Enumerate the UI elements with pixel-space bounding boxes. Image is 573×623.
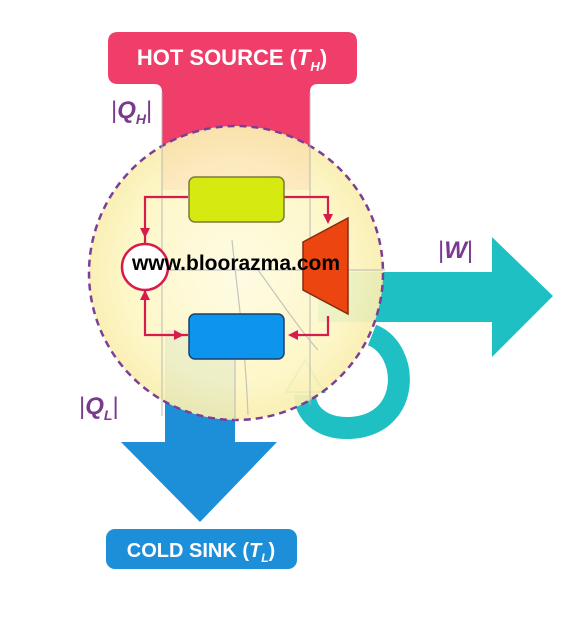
cold-sink-shape — [106, 529, 297, 569]
cycle-arrowheads — [140, 214, 333, 340]
turbine-icon — [302, 216, 349, 316]
heat-in-label: |QH| — [111, 97, 152, 127]
work-output-arrow — [318, 237, 553, 357]
bottom-heat-exchanger — [188, 313, 285, 360]
cold-heat-arrow — [121, 330, 277, 522]
cold-sink-label: COLD SINK (TL) — [127, 540, 275, 565]
heat-out-label: |QL| — [79, 393, 119, 423]
watermark-text: www.bloorazma.com — [131, 252, 340, 275]
top-heat-exchanger — [188, 176, 285, 223]
cycle-lines — [143, 195, 330, 337]
pump-icon — [120, 242, 170, 292]
hot-source-label: HOT SOURCE (TH) — [137, 45, 327, 74]
cold-sink: COLD SINK (TL) — [106, 529, 297, 569]
work-output-label: |W| — [438, 237, 473, 264]
